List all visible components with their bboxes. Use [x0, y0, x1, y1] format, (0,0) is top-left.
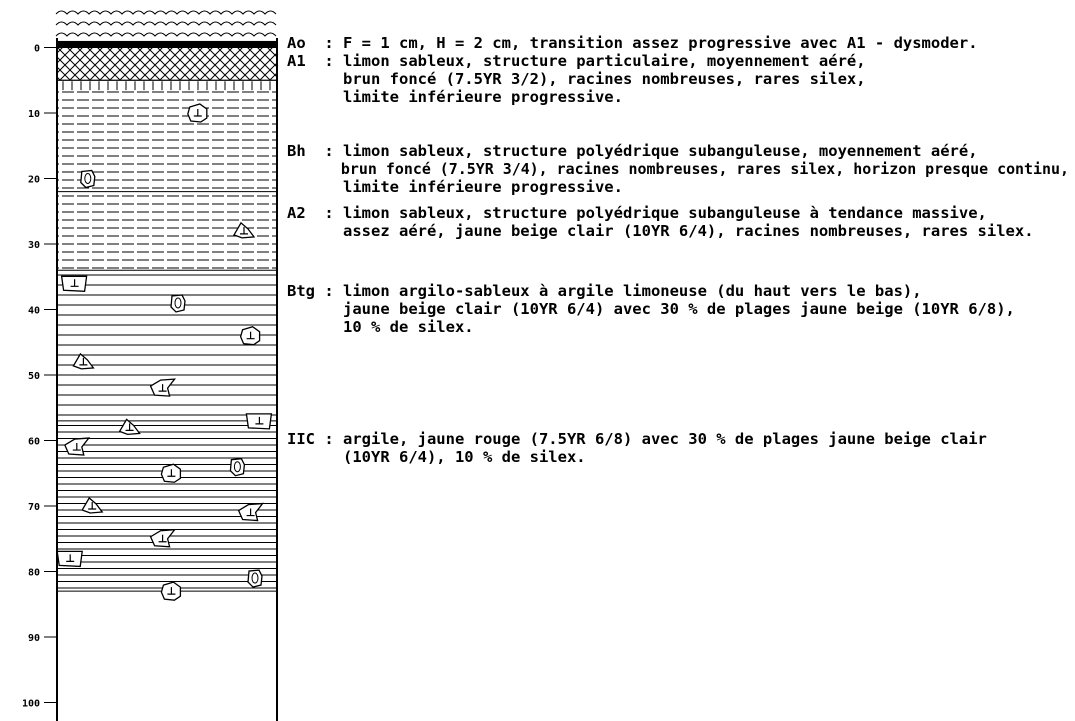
- depth-tick-label: 80: [28, 568, 40, 579]
- silex-stone: [60, 275, 88, 292]
- horizon-description-line: brun foncé (7.5YR 3/4), racines nombreus…: [287, 160, 1069, 178]
- horizon-description-line: (10YR 6/4), 10 % de silex.: [287, 448, 586, 466]
- eluvial-transition-band: [57, 79, 277, 91]
- horizon-description-line: 10 % de silex.: [287, 318, 474, 336]
- depth-tick-label: 100: [22, 699, 40, 710]
- depth-tick-label: 0: [34, 44, 40, 55]
- silex-stone: [229, 458, 246, 477]
- silex-stone: [160, 463, 182, 483]
- silex-stone: [81, 496, 104, 514]
- silex-stone: [239, 325, 261, 346]
- silex-stone: [160, 581, 182, 601]
- horizon-description-line: A1 : limon sableux, structure particulai…: [287, 52, 866, 70]
- horizon-layer-ao: [57, 40, 277, 48]
- silex-stone: [233, 221, 256, 239]
- silex-stone: [118, 418, 141, 436]
- horizon-description-line: brun foncé (7.5YR 3/2), racines nombreus…: [287, 70, 866, 88]
- depth-tick-label: 90: [28, 633, 40, 644]
- horizon-description-line: limite inférieure progressive.: [287, 88, 623, 106]
- litter-scallops: [55, 10, 277, 37]
- depth-tick-label: 20: [28, 175, 40, 186]
- horizon-layer-btg: [57, 270, 277, 421]
- horizon-description-line: Bh : limon sableux, structure polyédriqu…: [287, 142, 978, 160]
- depth-axis: 0 10 20 30 40 50 60 70 80 90 100: [22, 44, 57, 710]
- silex-stones: [56, 103, 273, 601]
- silex-stone: [237, 502, 265, 522]
- horizon-description-line: A2 : limon sableux, structure polyédriqu…: [287, 204, 987, 222]
- depth-tick-label: 60: [28, 437, 40, 448]
- horizon-description-line: jaune beige clair (10YR 6/4) avec 30 % d…: [287, 300, 1015, 318]
- silex-stone: [170, 294, 186, 313]
- silex-stone: [149, 378, 177, 397]
- horizon-descriptions: Ao : F = 1 cm, H = 2 cm, transition asse…: [287, 34, 1069, 466]
- depth-tick-label: 10: [28, 109, 40, 120]
- depth-tick-label: 30: [28, 240, 40, 251]
- depth-tick-label: 40: [28, 306, 40, 317]
- silex-stone: [149, 528, 177, 548]
- horizon-description-line: assez aéré, jaune beige clair (10YR 6/4)…: [287, 222, 1034, 240]
- horizon-description-line: limite inférieure progressive.: [287, 178, 623, 196]
- silex-stone: [56, 550, 83, 568]
- depth-tick-label: 50: [28, 371, 40, 382]
- silex-stone: [245, 413, 273, 430]
- silex-stone: [80, 169, 96, 189]
- silex-stone: [72, 352, 95, 370]
- horizon-layer-a1: [57, 47, 277, 81]
- silex-stone: [247, 569, 263, 588]
- horizon-description-line: IIC : argile, jaune rouge (7.5YR 6/8) av…: [287, 430, 987, 448]
- silex-stone: [63, 437, 91, 456]
- horizon-description-line: Ao : F = 1 cm, H = 2 cm, transition asse…: [287, 34, 978, 52]
- horizon-layers: [57, 40, 277, 592]
- depth-tick-label: 70: [28, 502, 40, 513]
- horizon-description-line: Btg : limon argilo-sableux à argile limo…: [287, 282, 922, 300]
- silex-stone: [187, 103, 208, 123]
